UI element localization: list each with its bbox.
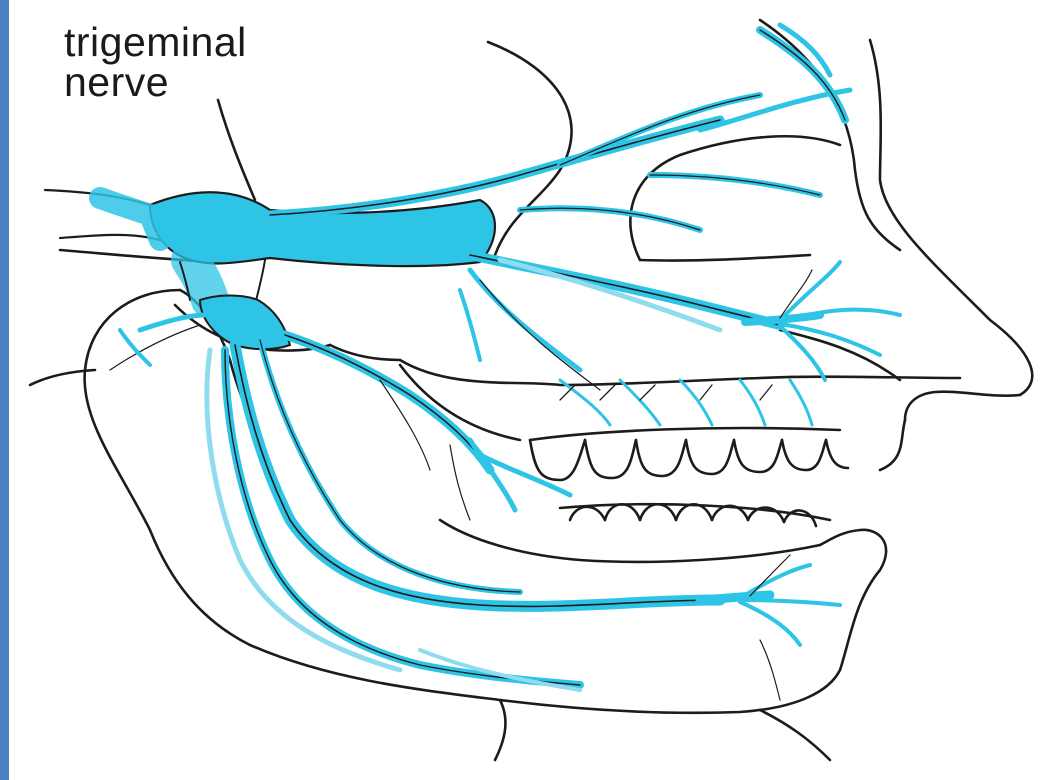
nerve-branches: [45, 25, 900, 700]
label-line-2: nerve: [64, 62, 247, 102]
label-pointer-line: [218, 100, 255, 200]
trigeminal-nerve-label: trigeminal nerve: [64, 22, 247, 102]
label-line-1: trigeminal: [64, 22, 247, 62]
skull-outline: [30, 20, 1032, 760]
